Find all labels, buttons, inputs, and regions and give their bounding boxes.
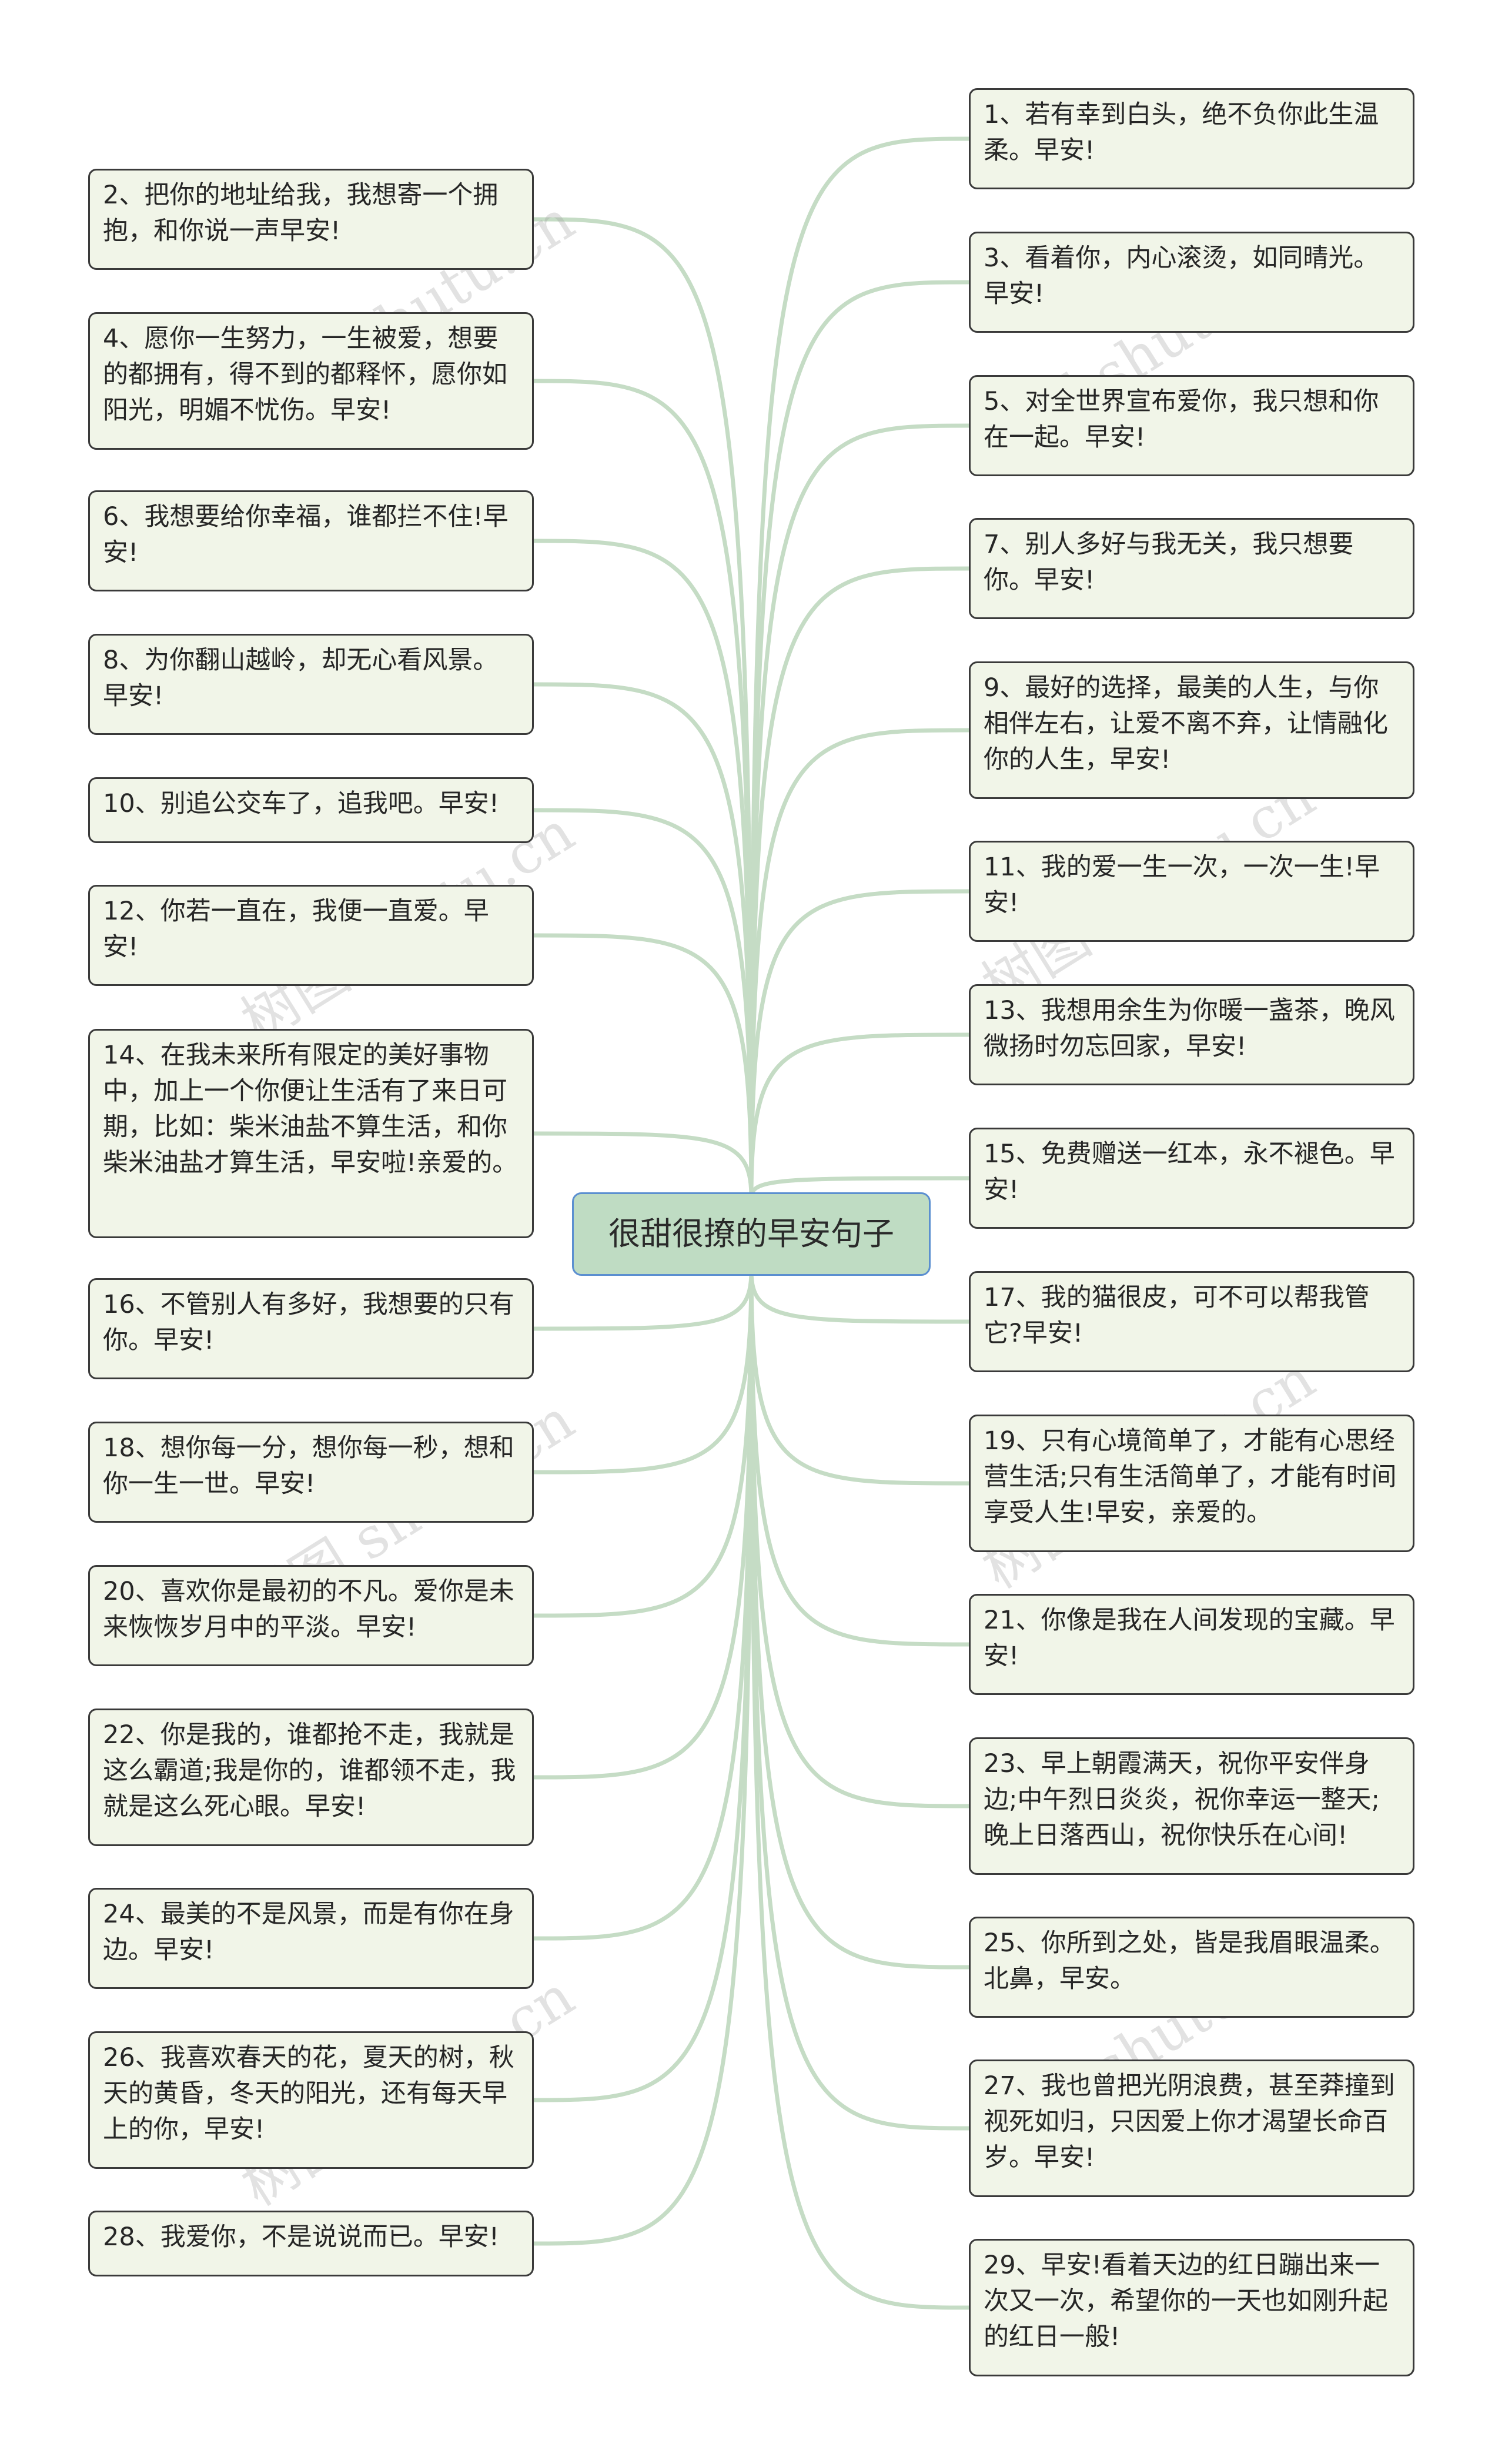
connector-4: [533, 379, 754, 1198]
topic-node-12[interactable]: 12、你若一直在，我便一直爱。早安!: [88, 885, 534, 986]
topic-node-28[interactable]: 28、我爱你，不是说说而已。早安!: [88, 2211, 534, 2276]
connector-20: [533, 1271, 754, 1618]
topic-node-10[interactable]: 10、别追公交车了，追我吧。早安!: [88, 777, 534, 843]
topic-node-13[interactable]: 13、我想用余生为你暖一盏茶，晚风微扬时勿忘回家，早安!: [969, 984, 1414, 1085]
topic-node-23[interactable]: 23、早上朝霞满天，祝你平安伴身边;中午烈日炎炎，祝你幸运一整天;晚上日落西山，…: [969, 1737, 1414, 1875]
connector-24: [533, 1271, 754, 1941]
connector-13: [749, 1032, 969, 1198]
connector-8: [533, 682, 754, 1198]
topic-node-3[interactable]: 3、看着你，内心滚烫，如同晴光。早安!: [969, 232, 1414, 333]
topic-node-17[interactable]: 17、我的猫很皮，可不可以帮我管它?早安!: [969, 1271, 1414, 1372]
topic-node-9[interactable]: 9、最好的选择，最美的人生，与你相伴左右，让爱不离不弃，让情融化你的人生，早安!: [969, 661, 1414, 799]
connector-15: [749, 1176, 969, 1198]
topic-node-20[interactable]: 20、喜欢你是最初的不凡。爱你是未来恢恢岁月中的平淡。早安!: [88, 1565, 534, 1666]
connector-27: [749, 1271, 969, 2131]
connector-17: [749, 1271, 969, 1324]
connector-19: [749, 1271, 969, 1486]
topic-node-15[interactable]: 15、免费赠送一红本，永不褪色。早安!: [969, 1128, 1414, 1229]
connector-14: [533, 1131, 754, 1198]
topic-node-7[interactable]: 7、别人多好与我无关，我只想要你。早安!: [969, 518, 1414, 619]
topic-node-1[interactable]: 1、若有幸到白头，绝不负你此生温柔。早安!: [969, 88, 1414, 189]
topic-node-24[interactable]: 24、最美的不是风景，而是有你在身边。早安!: [88, 1888, 534, 1989]
topic-node-25[interactable]: 25、你所到之处，皆是我眉眼温柔。北鼻，早安。: [969, 1917, 1414, 2018]
connector-16: [533, 1271, 754, 1331]
connector-12: [533, 933, 754, 1198]
topic-node-21[interactable]: 21、你像是我在人间发现的宝藏。早安!: [969, 1594, 1414, 1695]
connector-5: [749, 423, 969, 1198]
connector-25: [749, 1271, 969, 1970]
connector-28: [533, 1271, 754, 2246]
topic-node-26[interactable]: 26、我喜欢春天的花，夏天的树，秋天的黄昏，冬天的阳光，还有每天早上的你，早安!: [88, 2031, 534, 2169]
topic-node-18[interactable]: 18、想你每一分，想你每一秒，想和你一生一世。早安!: [88, 1422, 534, 1523]
connector-23: [749, 1271, 969, 1808]
connector-29: [749, 1271, 969, 2310]
topic-node-11[interactable]: 11、我的爱一生一次，一次一生!早安!: [969, 841, 1414, 942]
topic-node-6[interactable]: 6、我想要给你幸福，谁都拦不住!早安!: [88, 490, 534, 591]
connector-2: [533, 217, 754, 1198]
connector-26: [533, 1271, 754, 2102]
topic-node-8[interactable]: 8、为你翻山越岭，却无心看风景。早安!: [88, 634, 534, 735]
topic-node-19[interactable]: 19、只有心境简单了，才能有心思经营生活;只有生活简单了，才能有时间享受人生!早…: [969, 1415, 1414, 1552]
topic-node-16[interactable]: 16、不管别人有多好，我想要的只有你。早安!: [88, 1278, 534, 1379]
topic-node-29[interactable]: 29、早安!看着天边的红日蹦出来一次又一次，希望你的一天也如刚升起的红日一般!: [969, 2239, 1414, 2376]
connector-18: [533, 1271, 754, 1475]
connector-6: [533, 539, 754, 1198]
topic-node-14[interactable]: 14、在我未来所有限定的美好事物中，加上一个你便让生活有了来日可期，比如：柴米油…: [88, 1029, 534, 1238]
topic-node-2[interactable]: 2、把你的地址给我，我想寄一个拥抱，和你说一声早安!: [88, 169, 534, 270]
connector-21: [749, 1271, 969, 1647]
root-topic[interactable]: 很甜很撩的早安句子: [572, 1192, 931, 1276]
connector-9: [749, 728, 969, 1198]
topic-node-22[interactable]: 22、你是我的，谁都抢不走，我就是这么霸道;我是你的，谁都领不走，我就是这么死心…: [88, 1709, 534, 1846]
connector-22: [533, 1271, 754, 1780]
topic-node-27[interactable]: 27、我也曾把光阴浪费，甚至莽撞到视死如归，只因爱上你才渴望长命百岁。早安!: [969, 2060, 1414, 2197]
connector-10: [533, 808, 754, 1198]
topic-node-5[interactable]: 5、对全世界宣布爱你，我只想和你在一起。早安!: [969, 375, 1414, 476]
connector-11: [749, 889, 969, 1198]
topic-node-4[interactable]: 4、愿你一生努力，一生被爱，想要的都拥有，得不到的都释怀，愿你如阳光，明媚不忧伤…: [88, 312, 534, 450]
connector-7: [749, 566, 969, 1198]
